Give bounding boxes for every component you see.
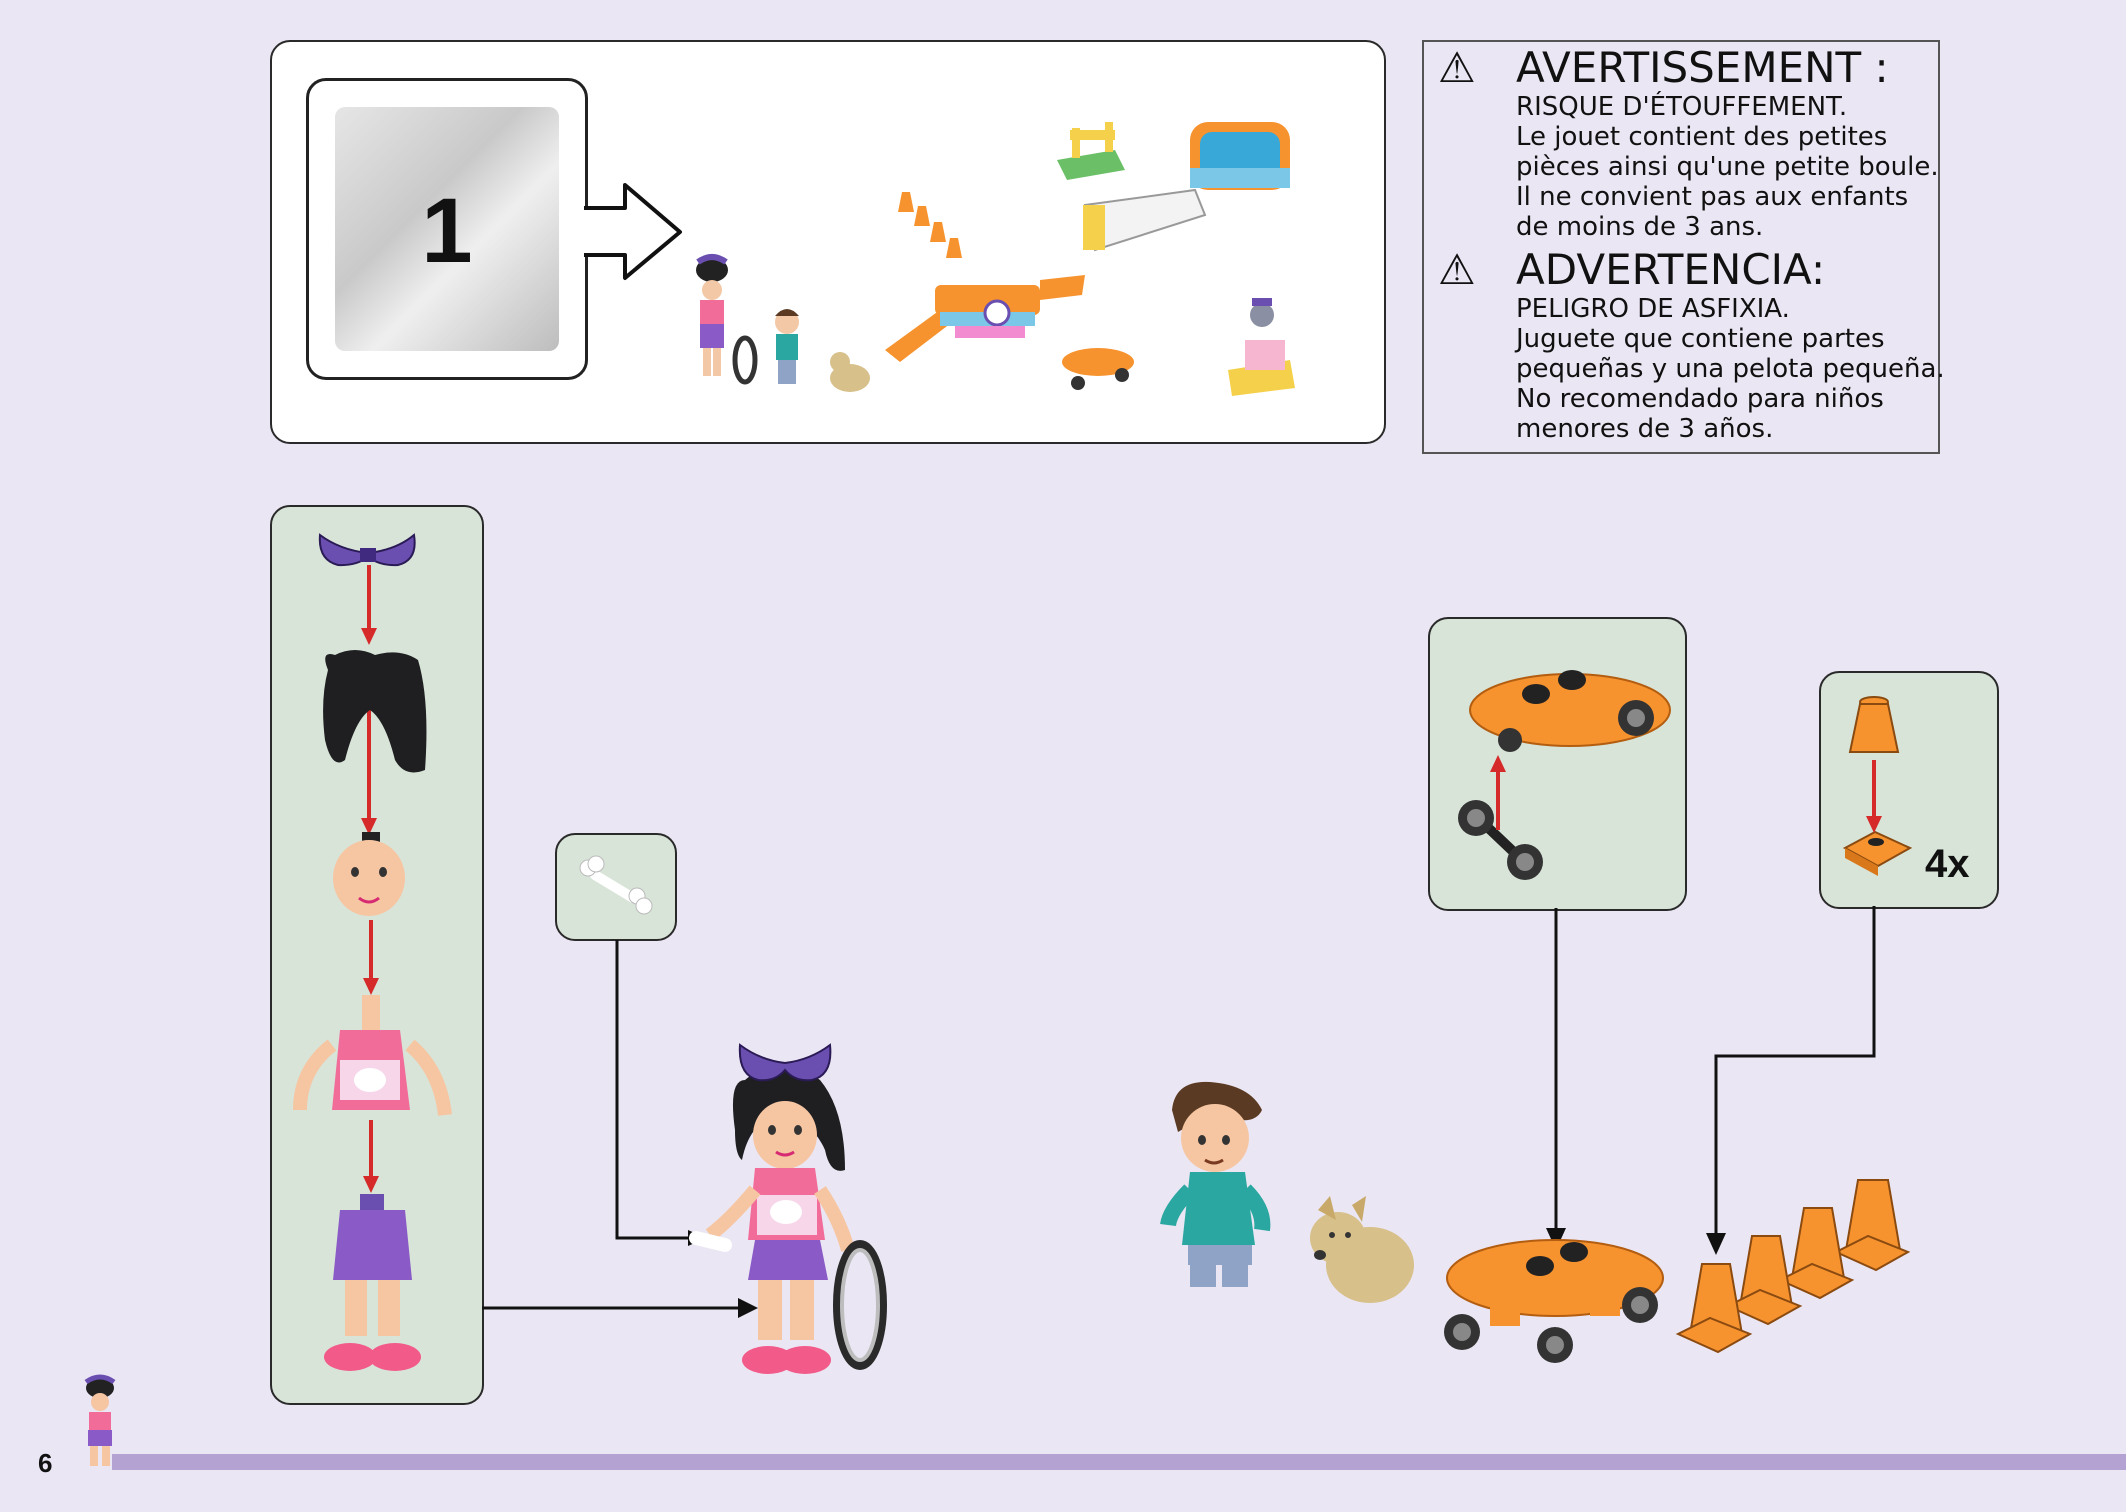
mini-figure-boy bbox=[775, 309, 799, 384]
warning-line: de moins de 3 ans. bbox=[1516, 212, 1764, 242]
parts-bag-image bbox=[335, 107, 559, 351]
bag-number-label: 1 bbox=[421, 180, 473, 282]
warning-triangle-icon: ⚠ bbox=[1438, 245, 1476, 294]
hair-bow-part bbox=[318, 533, 416, 567]
wheel-axle-part bbox=[1458, 800, 1543, 880]
warning-line: RISQUE D'ÉTOUFFEMENT. bbox=[1516, 92, 1848, 122]
cone-quantity-label: 4x bbox=[1925, 842, 1970, 886]
warning-triangle-icon: ⚠ bbox=[1438, 43, 1476, 92]
warning-line: Il ne convient pas aux enfants bbox=[1516, 182, 1909, 212]
head-part bbox=[333, 832, 405, 916]
warning-line: pequeñas y una pelota pequeña. bbox=[1516, 354, 1945, 384]
bone-icon bbox=[579, 855, 653, 915]
mini-trampoline-pool bbox=[1190, 122, 1290, 190]
mini-halfpipe bbox=[1083, 188, 1207, 252]
mini-skateboard bbox=[1062, 348, 1134, 390]
warning-line: PELIGRO DE ASFIXIA. bbox=[1516, 294, 1790, 324]
assembly-arrows bbox=[361, 565, 379, 1193]
warning-title-es: ADVERTENCIA: bbox=[1516, 245, 1826, 294]
bag-frame: 1 bbox=[306, 78, 588, 380]
warning-line: pièces ainsi qu'une petite boule. bbox=[1516, 152, 1939, 182]
cone-plate-part bbox=[1842, 830, 1913, 876]
cone-assembly-callout bbox=[1819, 671, 1999, 909]
warning-line: menores de 3 años. bbox=[1516, 414, 1774, 444]
mini-balance-beam bbox=[1057, 122, 1125, 180]
warning-line: Juguete que contiene partes bbox=[1516, 324, 1885, 354]
skateboard-assembly-callout bbox=[1428, 617, 1687, 911]
cone-part bbox=[1848, 696, 1900, 753]
mini-ramp bbox=[885, 275, 1085, 362]
torso-part bbox=[293, 995, 452, 1116]
page-number: 6 bbox=[38, 1448, 53, 1478]
skateboard-deck-part bbox=[1469, 670, 1671, 752]
hair-part bbox=[323, 650, 427, 773]
warning-title-fr: AVERTISSEMENT : bbox=[1516, 43, 1889, 92]
warning-line: No recomendado para niños bbox=[1516, 384, 1884, 414]
choking-warning-box: ⚠ AVERTISSEMENT : RISQUE D'ÉTOUFFEMENT. … bbox=[1422, 40, 1945, 454]
mini-cat-pedestal bbox=[1228, 298, 1295, 396]
mini-figure-girl bbox=[696, 254, 758, 385]
mini-dog bbox=[830, 352, 870, 392]
footer-progress-bar bbox=[112, 1454, 2126, 1470]
warning-line: Le jouet contient des petites bbox=[1516, 122, 1888, 152]
mini-cones bbox=[898, 192, 962, 258]
legs-skirt-part bbox=[324, 1194, 421, 1371]
